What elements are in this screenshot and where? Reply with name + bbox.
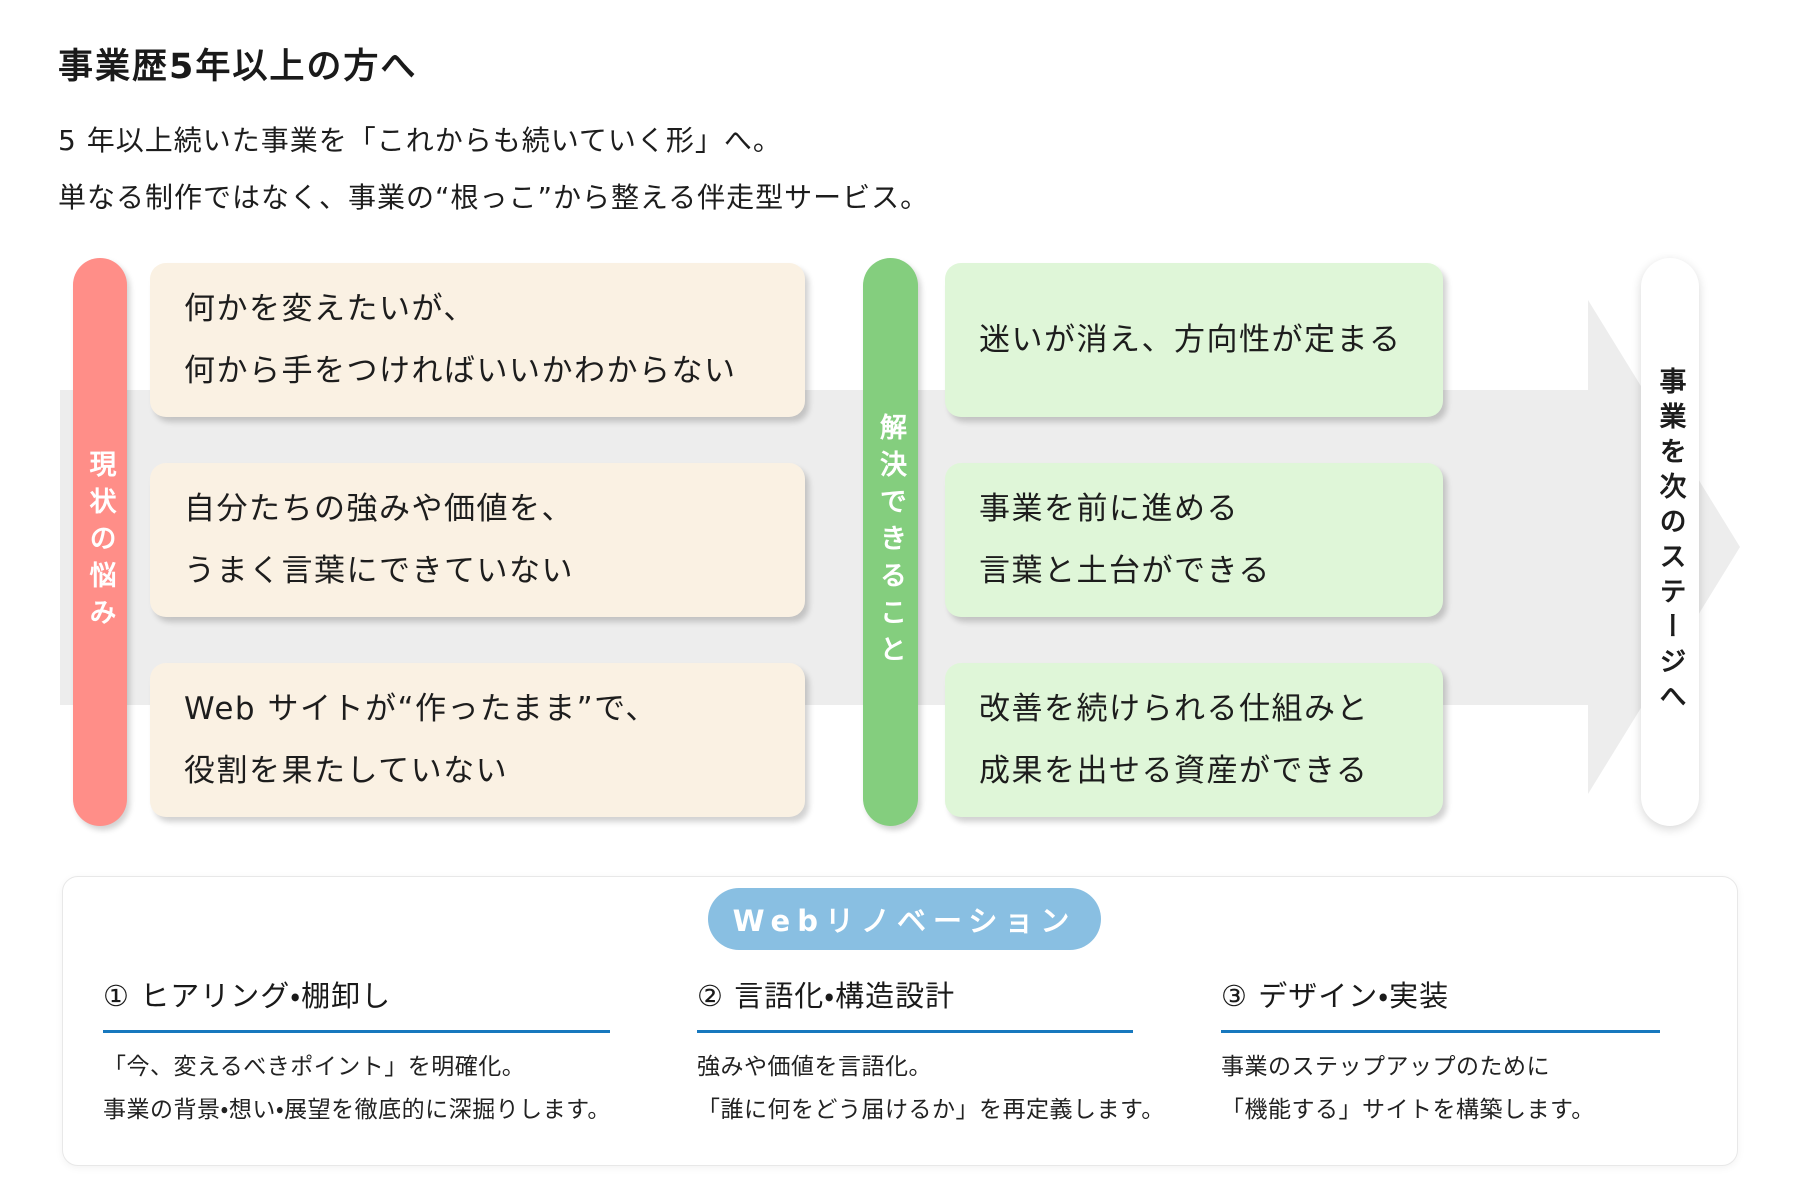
solution-box-2: 事業を前に進める 言葉と土台ができる — [945, 463, 1443, 617]
solutions-pill-label: 解決できること — [875, 412, 906, 672]
service-step-1-desc-line-2: 事業の背景・想い・展望を徹底的に深掘りします。 — [103, 1097, 611, 1123]
service-step-2-title: ② 言語化・構造設計 — [697, 973, 1133, 1033]
problem-3-line-2: 役割を果たしていない — [184, 753, 509, 789]
solution-box-1: 迷いが消え、方向性が定まる — [945, 263, 1443, 417]
service-step-3-desc-line-1: 事業のステップアップのために — [1221, 1054, 1550, 1080]
problems-pill-label: 現状の悩み — [84, 449, 116, 635]
service-step-2-desc-line-2: 「誰に何をどう届けるか」を再定義します。 — [697, 1097, 1165, 1123]
problem-2-line-2: うまく言葉にできていない — [184, 553, 574, 589]
solution-2-line-2: 言葉と土台ができる — [979, 553, 1271, 589]
next-stage-pill-label: 事業を次のステージへ — [1654, 367, 1686, 717]
problem-3-line-1: Web サイトが“作ったまま”で、 — [184, 691, 658, 727]
solution-box-3: 改善を続けられる仕組みと 成果を出せる資産ができる — [945, 663, 1443, 817]
service-step-3: ③ デザイン・実装 事業のステップアップのために 「機能する」サイトを構築します… — [1221, 973, 1660, 1132]
service-step-1-desc-line-1: 「今、変えるべきポイント」を明確化。 — [103, 1054, 526, 1080]
solution-1-line-1: 迷いが消え、方向性が定まる — [979, 322, 1402, 358]
service-badge: Webリノベーション — [708, 888, 1101, 950]
service-step-1-description: 「今、変えるべきポイント」を明確化。 事業の背景・想い・展望を徹底的に深掘りしま… — [103, 1046, 610, 1132]
solution-3-line-2: 成果を出せる資産ができる — [979, 753, 1369, 789]
service-step-2-description: 強みや価値を言語化。 「誰に何をどう届けるか」を再定義します。 — [697, 1046, 1165, 1132]
service-step-1: ① ヒアリング・棚卸し 「今、変えるべきポイント」を明確化。 事業の背景・想い・… — [103, 973, 610, 1132]
problem-box-3: Web サイトが“作ったまま”で、 役割を果たしていない — [150, 663, 805, 817]
problems-pill: 現状の悩み — [73, 258, 127, 826]
service-step-1-title: ① ヒアリング・棚卸し — [103, 973, 610, 1033]
problem-1-line-2: 何から手をつければいいかわからない — [184, 353, 737, 389]
problem-2-line-1: 自分たちの強みや価値を、 — [184, 491, 574, 527]
service-step-3-title: ③ デザイン・実装 — [1221, 973, 1660, 1033]
service-step-2-desc-line-1: 強みや価値を言語化。 — [697, 1054, 932, 1080]
subtitle-line-1: 5 年以上続いた事業を「これからも続いていく形」へ。 — [58, 124, 782, 157]
problem-1-line-1: 何かを変えたいが、 — [184, 291, 476, 327]
page-subtitle: 5 年以上続いた事業を「これからも続いていく形」へ。 単なる制作ではなく、事業の… — [58, 112, 929, 226]
page-title: 事業歴5年以上の方へ — [58, 47, 418, 87]
service-step-3-desc-line-2: 「機能する」サイトを構築します。 — [1221, 1097, 1595, 1123]
solution-3-line-1: 改善を続けられる仕組みと — [979, 691, 1369, 727]
problem-box-2: 自分たちの強みや価値を、 うまく言葉にできていない — [150, 463, 805, 617]
solution-2-line-1: 事業を前に進める — [979, 491, 1239, 527]
service-step-2: ② 言語化・構造設計 強みや価値を言語化。 「誰に何をどう届けるか」を再定義しま… — [697, 973, 1165, 1132]
service-step-3-description: 事業のステップアップのために 「機能する」サイトを構築します。 — [1221, 1046, 1660, 1132]
solutions-pill: 解決できること — [863, 258, 918, 826]
next-stage-pill: 事業を次のステージへ — [1641, 258, 1699, 826]
subtitle-line-2: 単なる制作ではなく、事業の“根っこ”から整える伴走型サービス。 — [58, 181, 930, 214]
problem-box-1: 何かを変えたいが、 何から手をつければいいかわからない — [150, 263, 805, 417]
